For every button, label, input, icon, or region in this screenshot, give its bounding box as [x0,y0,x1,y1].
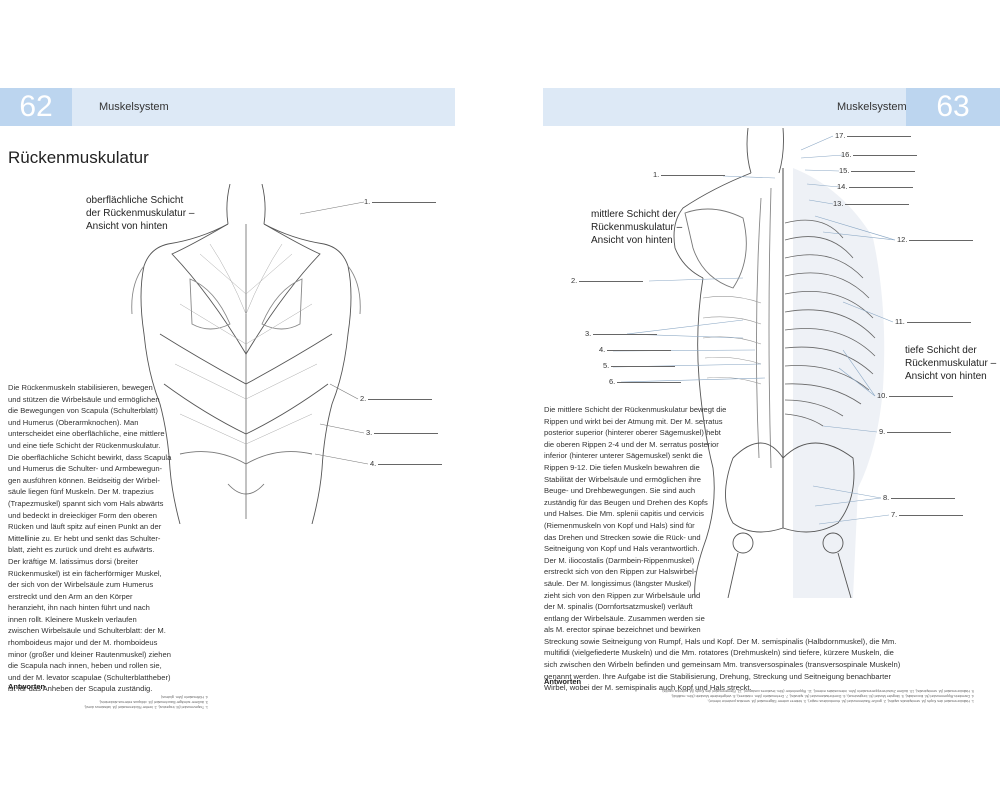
label-5: 5. [603,361,676,370]
caption-deep-layer: tiefe Schicht der Rückenmuskulatur – Ans… [905,345,997,382]
answers-text: 1. Trapezmuskel (M. trapezius), 2. breit… [83,695,208,709]
right-page: 63 Muskelsystem [543,88,1000,728]
label-1: 1. [364,197,437,206]
answers-text: 1. Halbdornmuskel des Kopfs (M. semispin… [662,689,974,703]
figure-caption: oberflächliche Schicht der Rückenmuskula… [86,195,195,232]
label-3: 3. [366,428,439,437]
label-10: 10. [877,391,954,400]
label-17: 17. [835,131,912,140]
label-3: 3. [585,329,658,338]
label-4: 4. [599,345,672,354]
left-page: 62 Muskelsystem Rückenmuskulatur oberflä… [0,88,455,728]
section-title: Muskelsystem [99,101,169,113]
label-2: 2. [360,394,433,403]
label-9: 9. [879,427,952,436]
label-11: 11. [895,317,971,326]
label-14: 14. [837,182,914,191]
body-text: Die mittlere Schicht der Rückenmuskulatu… [544,405,901,693]
superficial-back-illustration [131,184,361,524]
page-number: 62 [0,88,72,126]
label-7: 7. [891,510,964,519]
label-15: 15. [839,166,916,175]
caption-middle-layer: mittlere Schicht der Rückenmuskulatur – … [591,209,683,246]
deep-back-illustration [673,128,885,598]
label-6: 6. [609,377,682,386]
label-13: 13. [833,199,910,208]
label-12: 12. [897,235,974,244]
section-title: Muskelsystem [837,101,907,113]
body-text: Die Rückenmuskeln stabilisieren, bewegen… [8,383,172,694]
label-16: 16. [841,150,918,159]
label-4: 4. [370,459,443,468]
label-2: 2. [571,276,644,285]
left-leader-lines [299,201,369,465]
label-1: 1. [653,170,726,179]
header-bar [0,88,455,126]
page-number: 63 [906,88,1000,126]
label-8: 8. [883,493,956,502]
right-leader-lines [612,135,896,525]
answers-heading: Antworten [544,677,582,686]
answers-heading: Antworten [8,682,46,691]
page-title: Rückenmuskulatur [8,148,149,167]
